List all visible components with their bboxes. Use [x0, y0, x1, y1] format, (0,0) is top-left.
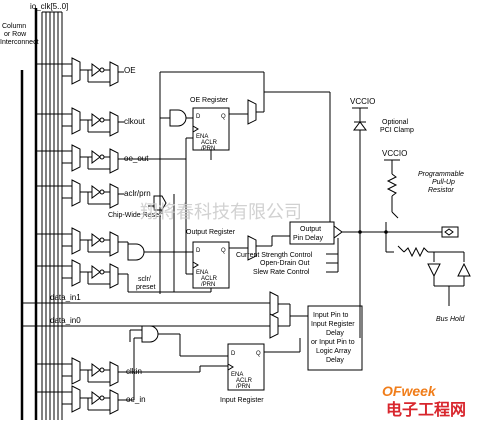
- label-aclr-prn: aclr/prn: [124, 189, 151, 198]
- row-oe-in: [36, 385, 124, 415]
- label-vccio-2: VCCIO: [382, 149, 407, 158]
- row-aclr-prn: [36, 179, 124, 209]
- label-chip-wide-reset: Chip-Wide Reset: [108, 212, 161, 219]
- label-optional: Optional: [382, 119, 409, 126]
- label-vccio-1: VCCIO: [350, 97, 375, 106]
- column-row-line1: Column: [2, 23, 26, 30]
- label-bus-hold: Bus Hold: [436, 316, 466, 323]
- row-output-b: [36, 259, 128, 289]
- label-preset: preset: [136, 284, 156, 291]
- row-clkin: [36, 357, 124, 387]
- in-reg-d: D: [231, 351, 236, 357]
- in-reg-q: Q: [256, 351, 261, 357]
- input-delay-line2: Input Register: [311, 321, 355, 328]
- label-data-in0: data_in0: [50, 316, 81, 325]
- oe-reg-aclr: ACLR: [201, 140, 218, 146]
- output-and-gate: [127, 243, 145, 261]
- pci-clamp-diode: [353, 121, 367, 131]
- output-pin-delay-line1: Output: [300, 226, 321, 233]
- column-row-line2: or Row: [4, 31, 27, 38]
- output-buffer: [333, 225, 343, 239]
- label-sclr: sclr/: [138, 276, 151, 283]
- row-output-a: [36, 227, 128, 257]
- output-register-title: Output Register: [186, 229, 236, 236]
- label-programmable: Programmable: [418, 171, 464, 178]
- output-pin-delay-line2: Pin Delay: [293, 235, 323, 242]
- input-delay-line5: Logic Array: [316, 348, 352, 355]
- input-pin-delay: [307, 305, 363, 371]
- label-data-in1: data_in1: [50, 293, 81, 302]
- label-slew-rate: Slew Rate Control: [253, 269, 310, 276]
- input-delay-line3: Delay: [326, 330, 344, 337]
- label-pull-up: Pull-Up: [432, 179, 455, 186]
- row-oe-out: [36, 144, 124, 174]
- bus-hold-resistor: [403, 246, 429, 258]
- input-delay-line4: or Input Pin to: [311, 339, 355, 346]
- input-delay-line1: Input Pin to: [313, 312, 349, 319]
- io-clk-label: io_clk[5..0]: [30, 2, 68, 11]
- out-reg-prn: /PRN: [201, 282, 215, 288]
- watermark-brand-cn: 电子工程网: [386, 400, 466, 419]
- row-oe: [36, 57, 124, 87]
- in-reg-prn: /PRN: [236, 384, 250, 390]
- output-mux: [247, 235, 257, 261]
- oe-reg-d: D: [196, 114, 201, 120]
- watermark-center: 翔将春科技有限公司: [140, 202, 302, 223]
- bus-hold-buffer-2: [457, 262, 471, 277]
- input-delay-line6: Delay: [326, 357, 344, 364]
- channel-rows: OE clkout: [36, 57, 151, 415]
- row-clkout: [36, 107, 124, 137]
- oe-register: [192, 107, 230, 151]
- watermark-brand: OFweek: [382, 383, 437, 399]
- pullup-resistor: [386, 173, 398, 197]
- input-mux-1: [269, 291, 279, 317]
- out-reg-q: Q: [221, 248, 226, 254]
- bus-hold-buffer-1: [427, 263, 441, 278]
- label-oe-in: oe_in: [126, 395, 146, 404]
- label-pci-clamp: PCI Clamp: [380, 127, 414, 134]
- input-register-title: Input Register: [220, 397, 264, 404]
- label-oe: OE: [124, 66, 136, 75]
- out-reg-ena: ENA: [196, 270, 208, 276]
- input-mux-2: [269, 313, 279, 339]
- column-row-line3: Interconnect: [0, 39, 39, 46]
- input-and-gate: [141, 325, 159, 343]
- label-resistor: Resistor: [428, 187, 454, 194]
- oe-and-gate: [169, 109, 187, 127]
- in-reg-ena: ENA: [231, 372, 243, 378]
- io-clk-bus: [20, 8, 63, 420]
- out-reg-d: D: [196, 248, 201, 254]
- oe-output-mux: [247, 99, 257, 125]
- oe-register-title: OE Register: [190, 97, 229, 104]
- out-reg-aclr: ACLR: [201, 276, 218, 282]
- in-reg-aclr: ACLR: [236, 378, 253, 384]
- oe-reg-q: Q: [221, 114, 226, 120]
- io-pad: [441, 226, 459, 238]
- label-current-strength: Current Strength Control: [236, 252, 313, 259]
- oe-reg-prn: /PRN: [201, 146, 215, 152]
- label-open-drain: Open-Drain Out: [260, 260, 309, 267]
- oe-reg-ena: ENA: [196, 134, 208, 140]
- label-clkout: clkout: [124, 117, 146, 126]
